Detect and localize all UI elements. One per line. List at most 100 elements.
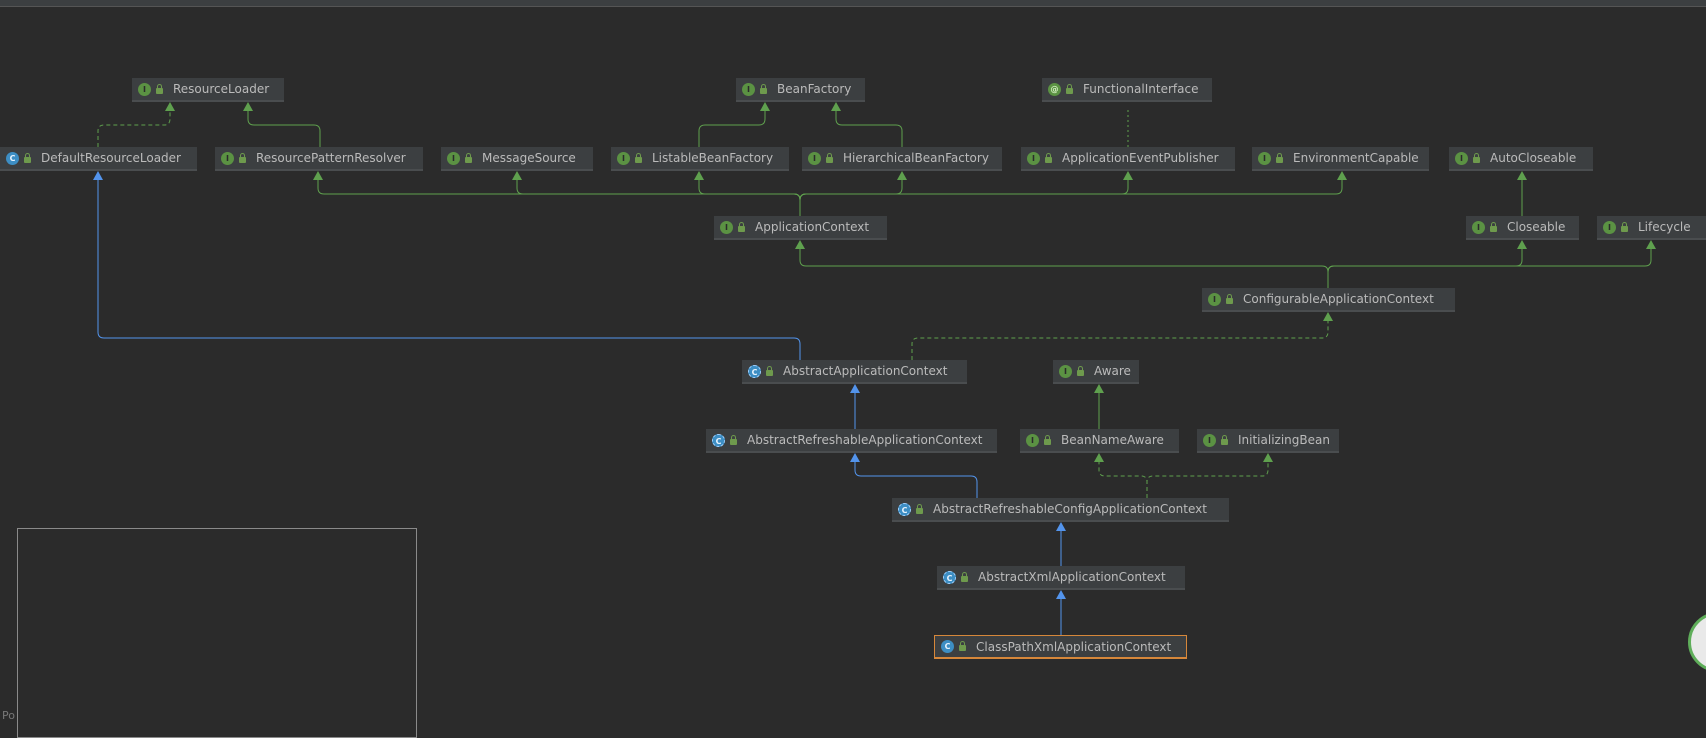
public-lock-icon xyxy=(1473,152,1480,163)
class-icon: C xyxy=(941,640,954,653)
arrowhead-icon xyxy=(1517,171,1527,180)
public-lock-icon xyxy=(730,434,737,445)
edge-extends-interface xyxy=(317,178,801,216)
public-lock-icon xyxy=(1621,221,1628,232)
interface-icon: I xyxy=(808,151,821,165)
edge-extends-interface xyxy=(799,178,1343,216)
public-lock-icon xyxy=(1276,152,1283,163)
public-lock-icon xyxy=(1044,434,1051,445)
public-lock-icon xyxy=(1226,293,1233,304)
public-lock-icon xyxy=(156,83,163,94)
abstract-class-icon: C xyxy=(748,364,761,378)
node-label: AbstractRefreshableApplicationContext xyxy=(747,433,983,447)
node-label: BeanFactory xyxy=(777,82,852,96)
edge-implements xyxy=(97,109,171,147)
node-closeable[interactable]: I Closeable xyxy=(1466,216,1579,240)
arrowhead-icon xyxy=(1263,453,1273,462)
node-environment-capable[interactable]: I EnvironmentCapable xyxy=(1252,147,1429,171)
node-label: ConfigurableApplicationContext xyxy=(1243,292,1434,306)
node-message-source[interactable]: I MessageSource xyxy=(441,147,593,171)
interface-icon: I xyxy=(1472,220,1485,234)
edge-extends-interface xyxy=(247,109,321,147)
node-label: DefaultResourceLoader xyxy=(41,151,181,165)
arrowhead-icon xyxy=(694,171,704,180)
arrowhead-icon xyxy=(850,453,860,462)
node-label: FunctionalInterface xyxy=(1083,82,1199,96)
interface-icon: I xyxy=(1603,220,1616,234)
public-lock-icon xyxy=(239,152,246,163)
public-lock-icon xyxy=(1066,83,1073,94)
abstract-class-icon: C xyxy=(898,502,911,516)
node-label: ListableBeanFactory xyxy=(652,151,774,165)
node-label: MessageSource xyxy=(482,151,576,165)
class-icon: C xyxy=(6,151,19,165)
interface-icon: I xyxy=(221,151,234,165)
node-label: Closeable xyxy=(1507,220,1566,234)
public-lock-icon xyxy=(760,83,767,94)
arrowhead-icon xyxy=(795,240,805,249)
node-default-resource-loader[interactable]: C DefaultResourceLoader xyxy=(0,147,197,171)
node-auto-closeable[interactable]: I AutoCloseable xyxy=(1449,147,1593,171)
arrowhead-icon xyxy=(93,171,103,180)
edge-extends-interface xyxy=(1327,247,1523,288)
public-lock-icon xyxy=(959,641,966,651)
node-label: ApplicationEventPublisher xyxy=(1062,151,1219,165)
edge-implements xyxy=(911,319,1329,360)
abstract-class-icon: C xyxy=(712,433,725,447)
public-lock-icon xyxy=(1221,434,1228,445)
arrowhead-icon xyxy=(760,102,770,111)
node-abstract-refreshable-application-context[interactable]: C AbstractRefreshableApplicationContext xyxy=(706,429,997,453)
public-lock-icon xyxy=(24,152,31,163)
node-label: Aware xyxy=(1094,364,1131,378)
node-configurable-application-context[interactable]: I ConfigurableApplicationContext xyxy=(1202,288,1455,312)
arrowhead-icon xyxy=(1337,171,1347,180)
edge-extends-interface xyxy=(799,247,1329,288)
arrowhead-icon xyxy=(1056,590,1066,599)
arrowhead-icon xyxy=(850,384,860,393)
edge-extends-interface xyxy=(516,178,801,216)
public-lock-icon xyxy=(1077,365,1084,376)
node-label: AbstractApplicationContext xyxy=(783,364,948,378)
arrowhead-icon xyxy=(1094,384,1104,393)
interface-icon: I xyxy=(1258,151,1271,165)
public-lock-icon xyxy=(961,571,968,582)
interface-icon: I xyxy=(720,220,733,234)
minimap-viewport[interactable] xyxy=(17,528,417,738)
node-functional-interface[interactable]: @ FunctionalInterface xyxy=(1042,78,1212,102)
node-label: EnvironmentCapable xyxy=(1293,151,1419,165)
public-lock-icon xyxy=(916,503,923,514)
public-lock-icon xyxy=(1490,221,1497,232)
node-label: AbstractXmlApplicationContext xyxy=(978,570,1166,584)
annotation-icon: @ xyxy=(1048,82,1061,96)
interface-icon: I xyxy=(138,82,151,96)
interface-icon: I xyxy=(1203,433,1216,447)
interface-icon: I xyxy=(1455,151,1468,165)
interface-icon: I xyxy=(1208,292,1221,306)
public-lock-icon xyxy=(465,152,472,163)
interface-icon: I xyxy=(447,151,460,165)
node-label: AutoCloseable xyxy=(1490,151,1577,165)
node-abstract-application-context[interactable]: C AbstractApplicationContext xyxy=(742,360,967,384)
edge-implements xyxy=(1146,460,1269,498)
node-label: BeanNameAware xyxy=(1061,433,1164,447)
arrowhead-icon xyxy=(1056,522,1066,531)
arrowhead-icon xyxy=(1646,240,1656,249)
arrowhead-icon xyxy=(1123,171,1133,180)
arrowhead-icon xyxy=(165,102,175,111)
edge-extends-interface xyxy=(1327,247,1652,288)
